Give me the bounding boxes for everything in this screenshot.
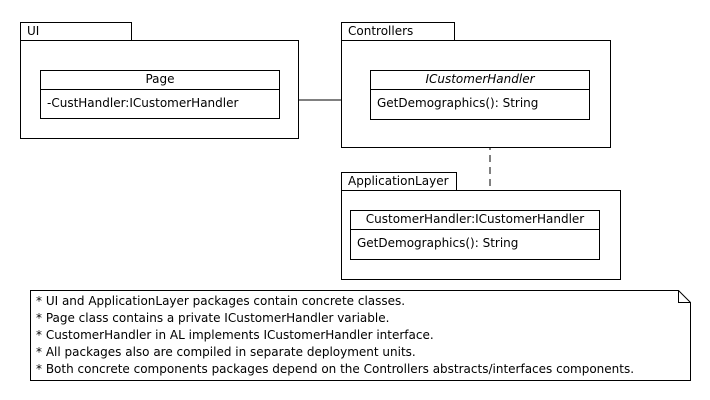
note-line: * Page class contains a private ICustome… bbox=[36, 311, 390, 325]
icustomerhandler-operation: GetDemographics(): String bbox=[377, 96, 539, 110]
customerhandler-class-name: CustomerHandler:ICustomerHandler bbox=[351, 211, 599, 230]
package-controllers-name: Controllers bbox=[348, 24, 414, 38]
package-applicationlayer-tab: ApplicationLayer bbox=[341, 172, 457, 191]
page-class-name: Page bbox=[41, 71, 279, 90]
icustomerhandler-interface: ICustomerHandler GetDemographics(): Stri… bbox=[370, 70, 590, 120]
package-ui-name: UI bbox=[27, 24, 40, 38]
page-class-attribute: -CustHandler:ICustomerHandler bbox=[47, 96, 239, 110]
page-class: Page -CustHandler:ICustomerHandler bbox=[40, 70, 280, 119]
note-shape bbox=[30, 290, 691, 381]
package-applicationlayer-name: ApplicationLayer bbox=[348, 174, 449, 188]
note-line: * All packages also are compiled in sepa… bbox=[36, 345, 416, 359]
note-line: * UI and ApplicationLayer packages conta… bbox=[36, 294, 406, 308]
customerhandler-operation: GetDemographics(): String bbox=[357, 236, 519, 250]
note-line: * Both concrete components packages depe… bbox=[36, 362, 635, 376]
note-text: * UI and ApplicationLayer packages conta… bbox=[36, 293, 676, 378]
package-ui-tab: UI bbox=[20, 22, 132, 41]
icustomerhandler-interface-name: ICustomerHandler bbox=[371, 71, 589, 90]
customerhandler-class: CustomerHandler:ICustomerHandler GetDemo… bbox=[350, 210, 600, 260]
note-fold bbox=[678, 290, 691, 303]
note-line: * CustomerHandler in AL implements ICust… bbox=[36, 328, 434, 342]
package-controllers-tab: Controllers bbox=[341, 22, 455, 41]
